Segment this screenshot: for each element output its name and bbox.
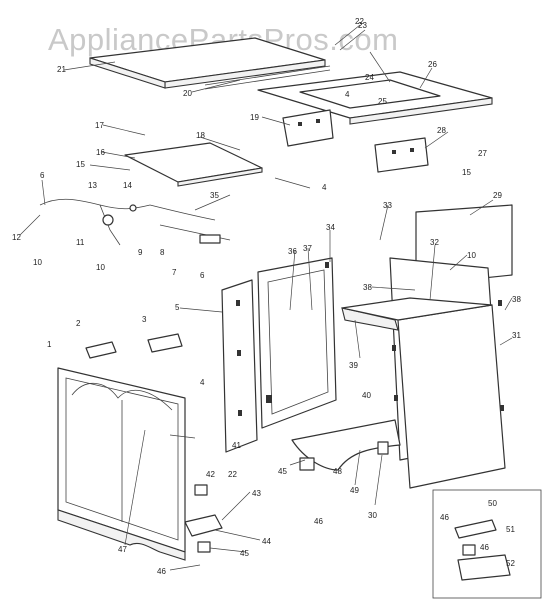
callout-27: 28 [437, 126, 446, 135]
callout-19: 19 [250, 113, 259, 122]
top-panel [89, 37, 326, 89]
callout-9: 9 [138, 248, 143, 257]
wire-harness [39, 198, 231, 246]
callout-45b: 45 [240, 549, 249, 558]
callout-38a: 38 [363, 283, 372, 292]
callout-41: 41 [232, 441, 241, 450]
callout-38b: 38 [512, 295, 521, 304]
callout-4c: 4 [345, 90, 350, 99]
callout-12: 12 [12, 233, 21, 242]
callout-25: 25 [378, 97, 387, 106]
callout-24: 24 [365, 73, 374, 82]
callout-26a: 26 [428, 60, 437, 69]
lower-hardware [184, 441, 389, 553]
callout-32: 32 [430, 238, 439, 247]
callout-10c: 10 [467, 251, 476, 260]
small-shelf [124, 142, 263, 187]
callout-8: 8 [160, 248, 165, 257]
center-panel [257, 257, 337, 429]
callout-46c: 46 [440, 513, 449, 522]
front-door [57, 367, 186, 561]
bracket-left [282, 109, 334, 147]
callout-14: 14 [123, 181, 132, 190]
callout-51: 50 [488, 499, 497, 508]
callout-23: 23 [358, 21, 367, 30]
callout-29: 29 [493, 191, 502, 200]
callout-11: 11 [76, 238, 85, 247]
callout-34: 34 [326, 223, 335, 232]
callout-3: 3 [142, 315, 147, 324]
callout-6a: 6 [40, 171, 45, 180]
callout-46d: 46 [480, 543, 489, 552]
callout-15b: 15 [462, 168, 471, 177]
callout-15a: 15 [76, 160, 85, 169]
callout-49: 49 [350, 486, 359, 495]
callout-labels: 1 2 3 4 4 4 5 6 6 7 8 9 10 10 10 11 12 1… [12, 17, 521, 576]
callout-46a: 46 [314, 517, 323, 526]
callout-21: 21 [57, 65, 66, 74]
top-rail [204, 65, 331, 90]
callout-10b: 10 [96, 263, 105, 272]
callout-22b: 22 [228, 470, 237, 479]
callout-4a: 4 [200, 378, 205, 387]
callout-33: 33 [383, 201, 392, 210]
callout-20: 20 [183, 89, 192, 98]
callout-43: 43 [252, 489, 261, 498]
callout-31: 31 [512, 331, 521, 340]
hinge-parts [85, 333, 183, 359]
callout-22a: 22 [355, 17, 364, 26]
callout-40: 40 [362, 391, 371, 400]
callout-53: 52 [506, 559, 515, 568]
callout-37: 37 [303, 244, 312, 253]
callout-5: 5 [175, 303, 180, 312]
callout-16: 16 [96, 148, 105, 157]
callout-1: 1 [47, 340, 52, 349]
inset-detail [432, 489, 542, 599]
callout-4b: 4 [322, 183, 327, 192]
callout-26b: 27 [478, 149, 487, 158]
callout-39: 39 [349, 361, 358, 370]
callout-46b: 46 [157, 567, 166, 576]
callout-36: 36 [288, 247, 297, 256]
callout-6b: 6 [200, 271, 205, 280]
callout-7: 7 [172, 268, 177, 277]
callout-45a: 45 [278, 467, 287, 476]
leader-lines [19, 24, 513, 571]
right-cabinet [341, 257, 506, 489]
callout-17: 17 [95, 121, 104, 130]
callout-44: 44 [262, 537, 271, 546]
callout-13: 13 [88, 181, 97, 190]
side-panel-left [221, 279, 258, 453]
callout-48: 48 [333, 467, 342, 476]
callout-30: 30 [368, 511, 377, 520]
callout-2: 2 [76, 319, 81, 328]
top-support-frame [257, 71, 493, 125]
callout-42: 42 [206, 470, 215, 479]
bracket-right [374, 137, 429, 173]
callout-35: 35 [210, 191, 219, 200]
callout-52: 51 [506, 525, 515, 534]
callout-18: 18 [196, 131, 205, 140]
callout-10a: 10 [33, 258, 42, 267]
callout-47: 47 [118, 545, 127, 554]
